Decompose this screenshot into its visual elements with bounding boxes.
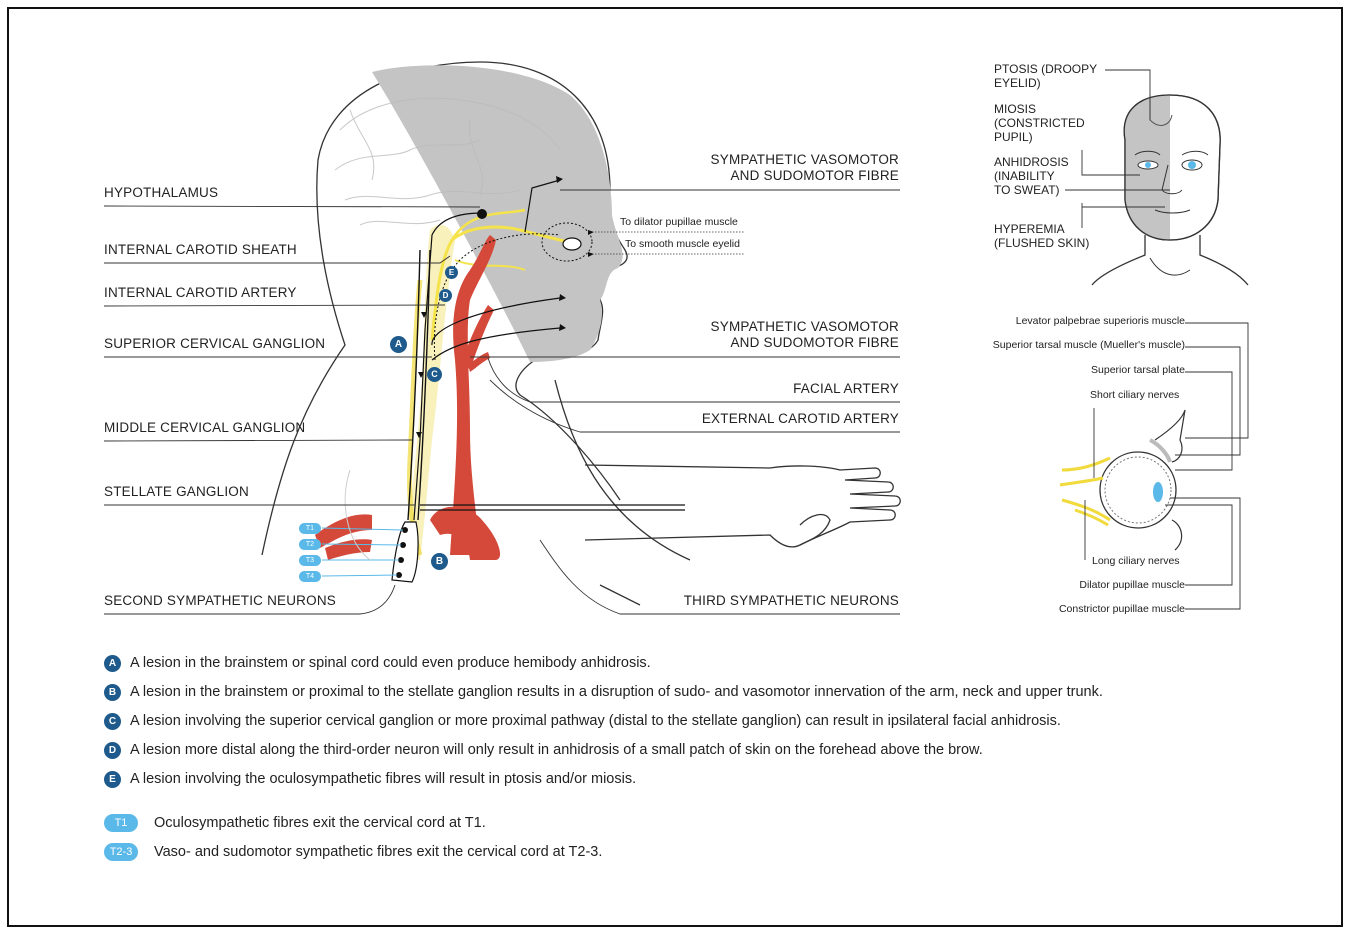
- head-eye: [563, 238, 581, 250]
- hypothalamus-dot: [477, 209, 487, 219]
- label-stellate-ganglion: STELLATE GANGLION: [104, 484, 249, 500]
- label-miosis: MIOSIS (CONSTRICTED PUPIL): [994, 102, 1085, 144]
- label-anhidrosis: ANHIDROSIS (INABILITY TO SWEAT): [994, 155, 1069, 197]
- label-dilator: Dilator pupillae muscle: [1079, 579, 1185, 591]
- legend-badge-d: D: [104, 742, 121, 759]
- legend-badge-b: B: [104, 684, 121, 701]
- legend-text-t1: Oculosympathetic fibres exit the cervica…: [154, 815, 486, 831]
- legend-item-b: B A lesion in the brainstem or proximal …: [104, 681, 1103, 703]
- label-second-sympathetic-neurons: SECOND SYMPATHETIC NEURONS: [104, 593, 336, 609]
- badge-c: C: [427, 367, 442, 382]
- label-facial-artery: FACIAL ARTERY: [793, 381, 899, 397]
- label-middle-cervical-ganglion: MIDDLE CERVICAL GANGLION: [104, 420, 305, 436]
- legend-item-e: E A lesion involving the oculosympatheti…: [104, 768, 636, 790]
- legend-pill-t2-3: T2-3: [104, 843, 138, 861]
- legend-item-t1: T1 Oculosympathetic fibres exit the cerv…: [104, 812, 486, 834]
- label-sympathetic-fibre-top-1: SYMPATHETIC VASOMOTOR: [711, 152, 899, 168]
- legend-text-b: A lesion in the brainstem or proximal to…: [130, 684, 1103, 700]
- legend-badge-e: E: [104, 771, 121, 788]
- legend-text-a: A lesion in the brainstem or spinal cord…: [130, 655, 651, 671]
- legend-pill-t1: T1: [104, 814, 138, 832]
- badge-t1: T1: [299, 523, 321, 534]
- legend-badge-c: C: [104, 713, 121, 730]
- legend-text-t2-3: Vaso- and sudomotor sympathetic fibres e…: [154, 844, 602, 860]
- legend-text-e: A lesion involving the oculosympathetic …: [130, 771, 636, 787]
- eye-cross-section: [1060, 410, 1185, 550]
- label-long-ciliary: Long ciliary nerves: [1092, 555, 1180, 567]
- legend-text-d: A lesion more distal along the third-ord…: [130, 742, 983, 758]
- legend-badge-a: A: [104, 655, 121, 672]
- label-hyperemia: HYPEREMIA (FLUSHED SKIN): [994, 222, 1089, 250]
- label-ptosis: PTOSIS (DROOPY EYELID): [994, 62, 1097, 90]
- label-superior-cervical-ganglion: SUPERIOR CERVICAL GANGLION: [104, 336, 325, 352]
- label-superior-tarsal-muscle: Superior tarsal muscle (Mueller's muscle…: [993, 339, 1185, 351]
- badge-a: A: [390, 336, 407, 353]
- legend-item-c: C A lesion involving the superior cervic…: [104, 710, 1061, 732]
- badge-e: E: [445, 266, 458, 279]
- label-to-smooth-muscle: To smooth muscle eyelid: [625, 238, 740, 250]
- label-sympathetic-fibre-mid-2: AND SUDOMOTOR FIBRE: [730, 335, 899, 351]
- label-third-sympathetic-neurons: THIRD SYMPATHETIC NEURONS: [684, 593, 899, 609]
- label-internal-carotid-artery: INTERNAL CAROTID ARTERY: [104, 285, 297, 301]
- label-short-ciliary: Short ciliary nerves: [1090, 389, 1179, 401]
- badge-d: D: [439, 289, 452, 302]
- badge-t4: T4: [299, 571, 321, 582]
- label-sympathetic-fibre-mid-1: SYMPATHETIC VASOMOTOR: [711, 319, 899, 335]
- legend-item-a: A A lesion in the brainstem or spinal co…: [104, 652, 651, 674]
- badge-t3: T3: [299, 555, 321, 566]
- legend-item-d: D A lesion more distal along the third-o…: [104, 739, 983, 761]
- label-superior-tarsal-plate: Superior tarsal plate: [1091, 364, 1185, 376]
- label-constrictor: Constrictor pupillae muscle: [1059, 603, 1185, 615]
- badge-b: B: [431, 553, 448, 570]
- legend-item-t2-3: T2-3 Vaso- and sudomotor sympathetic fib…: [104, 841, 602, 863]
- legend-text-c: A lesion involving the superior cervical…: [130, 713, 1061, 729]
- label-to-dilator: To dilator pupillae muscle: [620, 216, 738, 228]
- arm-hand: [585, 465, 900, 547]
- badge-t2: T2: [299, 539, 321, 550]
- label-hypothalamus: HYPOTHALAMUS: [104, 185, 218, 201]
- internal-carotid-artery: [450, 235, 496, 555]
- label-external-carotid-artery: EXTERNAL CAROTID ARTERY: [702, 411, 899, 427]
- label-levator: Levator palpebrae superioris muscle: [1016, 315, 1185, 327]
- label-internal-carotid-sheath: INTERNAL CAROTID SHEATH: [104, 242, 297, 258]
- label-sympathetic-fibre-top-2: AND SUDOMOTOR FIBRE: [730, 168, 899, 184]
